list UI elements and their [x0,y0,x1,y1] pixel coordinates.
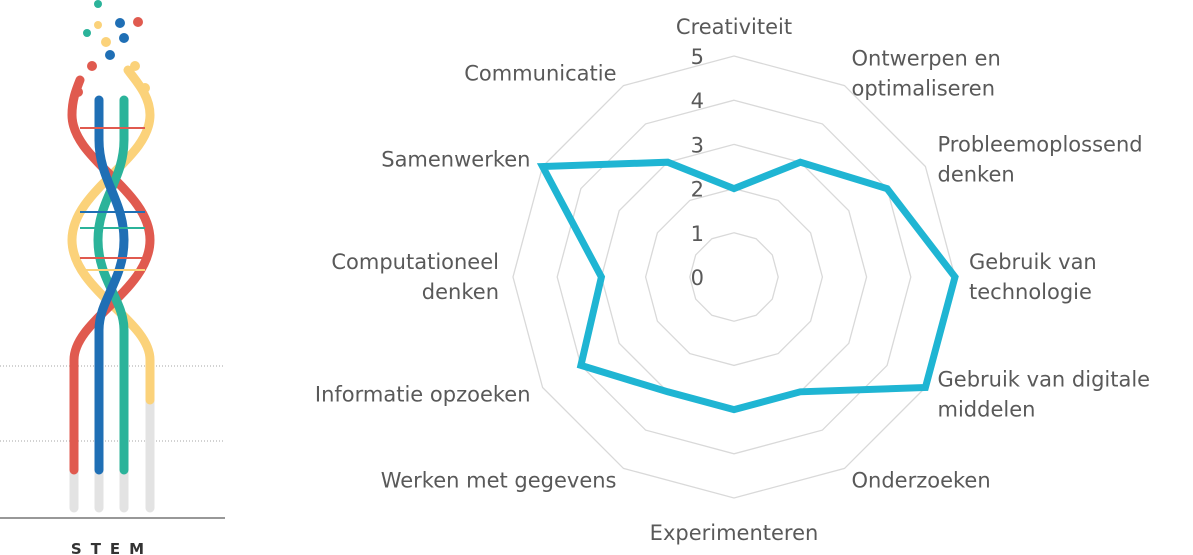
data-point [733,188,735,190]
radar-series [536,158,959,414]
stem-logo: STEM [0,0,225,555]
radar-grid [512,55,956,499]
tick-label: 2 [691,178,704,202]
category-label: Onderzoeken [852,469,991,493]
data-point [733,409,735,411]
category-label: Werken met gegevens [381,469,617,493]
grid-ring [644,187,824,367]
logo-stem-text: STEM [71,540,153,555]
data-point [667,391,669,393]
category-label: Samenwerken [381,148,530,172]
data-point [667,161,669,163]
tick-label: 1 [691,222,704,246]
tick-label: 5 [691,45,704,69]
logo-grey-tails [69,395,155,513]
logo-helix [67,65,155,475]
data-point [886,188,888,190]
category-label: Experimenteren [650,521,819,545]
tick-label: 0 [691,266,704,290]
data-point [954,276,956,278]
data-point [924,387,926,388]
data-point [799,161,801,163]
data-point [600,276,602,278]
logo-rungs [80,127,145,271]
grid-ring [600,143,868,411]
grid-ring [512,55,956,499]
category-label: Communicatie [464,62,616,86]
radar-tick-labels: 0 1 2 3 4 5 [691,45,704,290]
category-label: Informatie opzoeken [315,383,531,407]
grid-ring [556,99,912,455]
data-point [799,391,801,393]
category-label: Creativiteit [676,15,792,39]
tick-label: 4 [691,89,704,113]
data-point [580,364,582,366]
tick-label: 3 [691,133,704,157]
logo-dots [73,0,150,97]
data-point [542,166,544,167]
grid-ring [689,232,779,322]
